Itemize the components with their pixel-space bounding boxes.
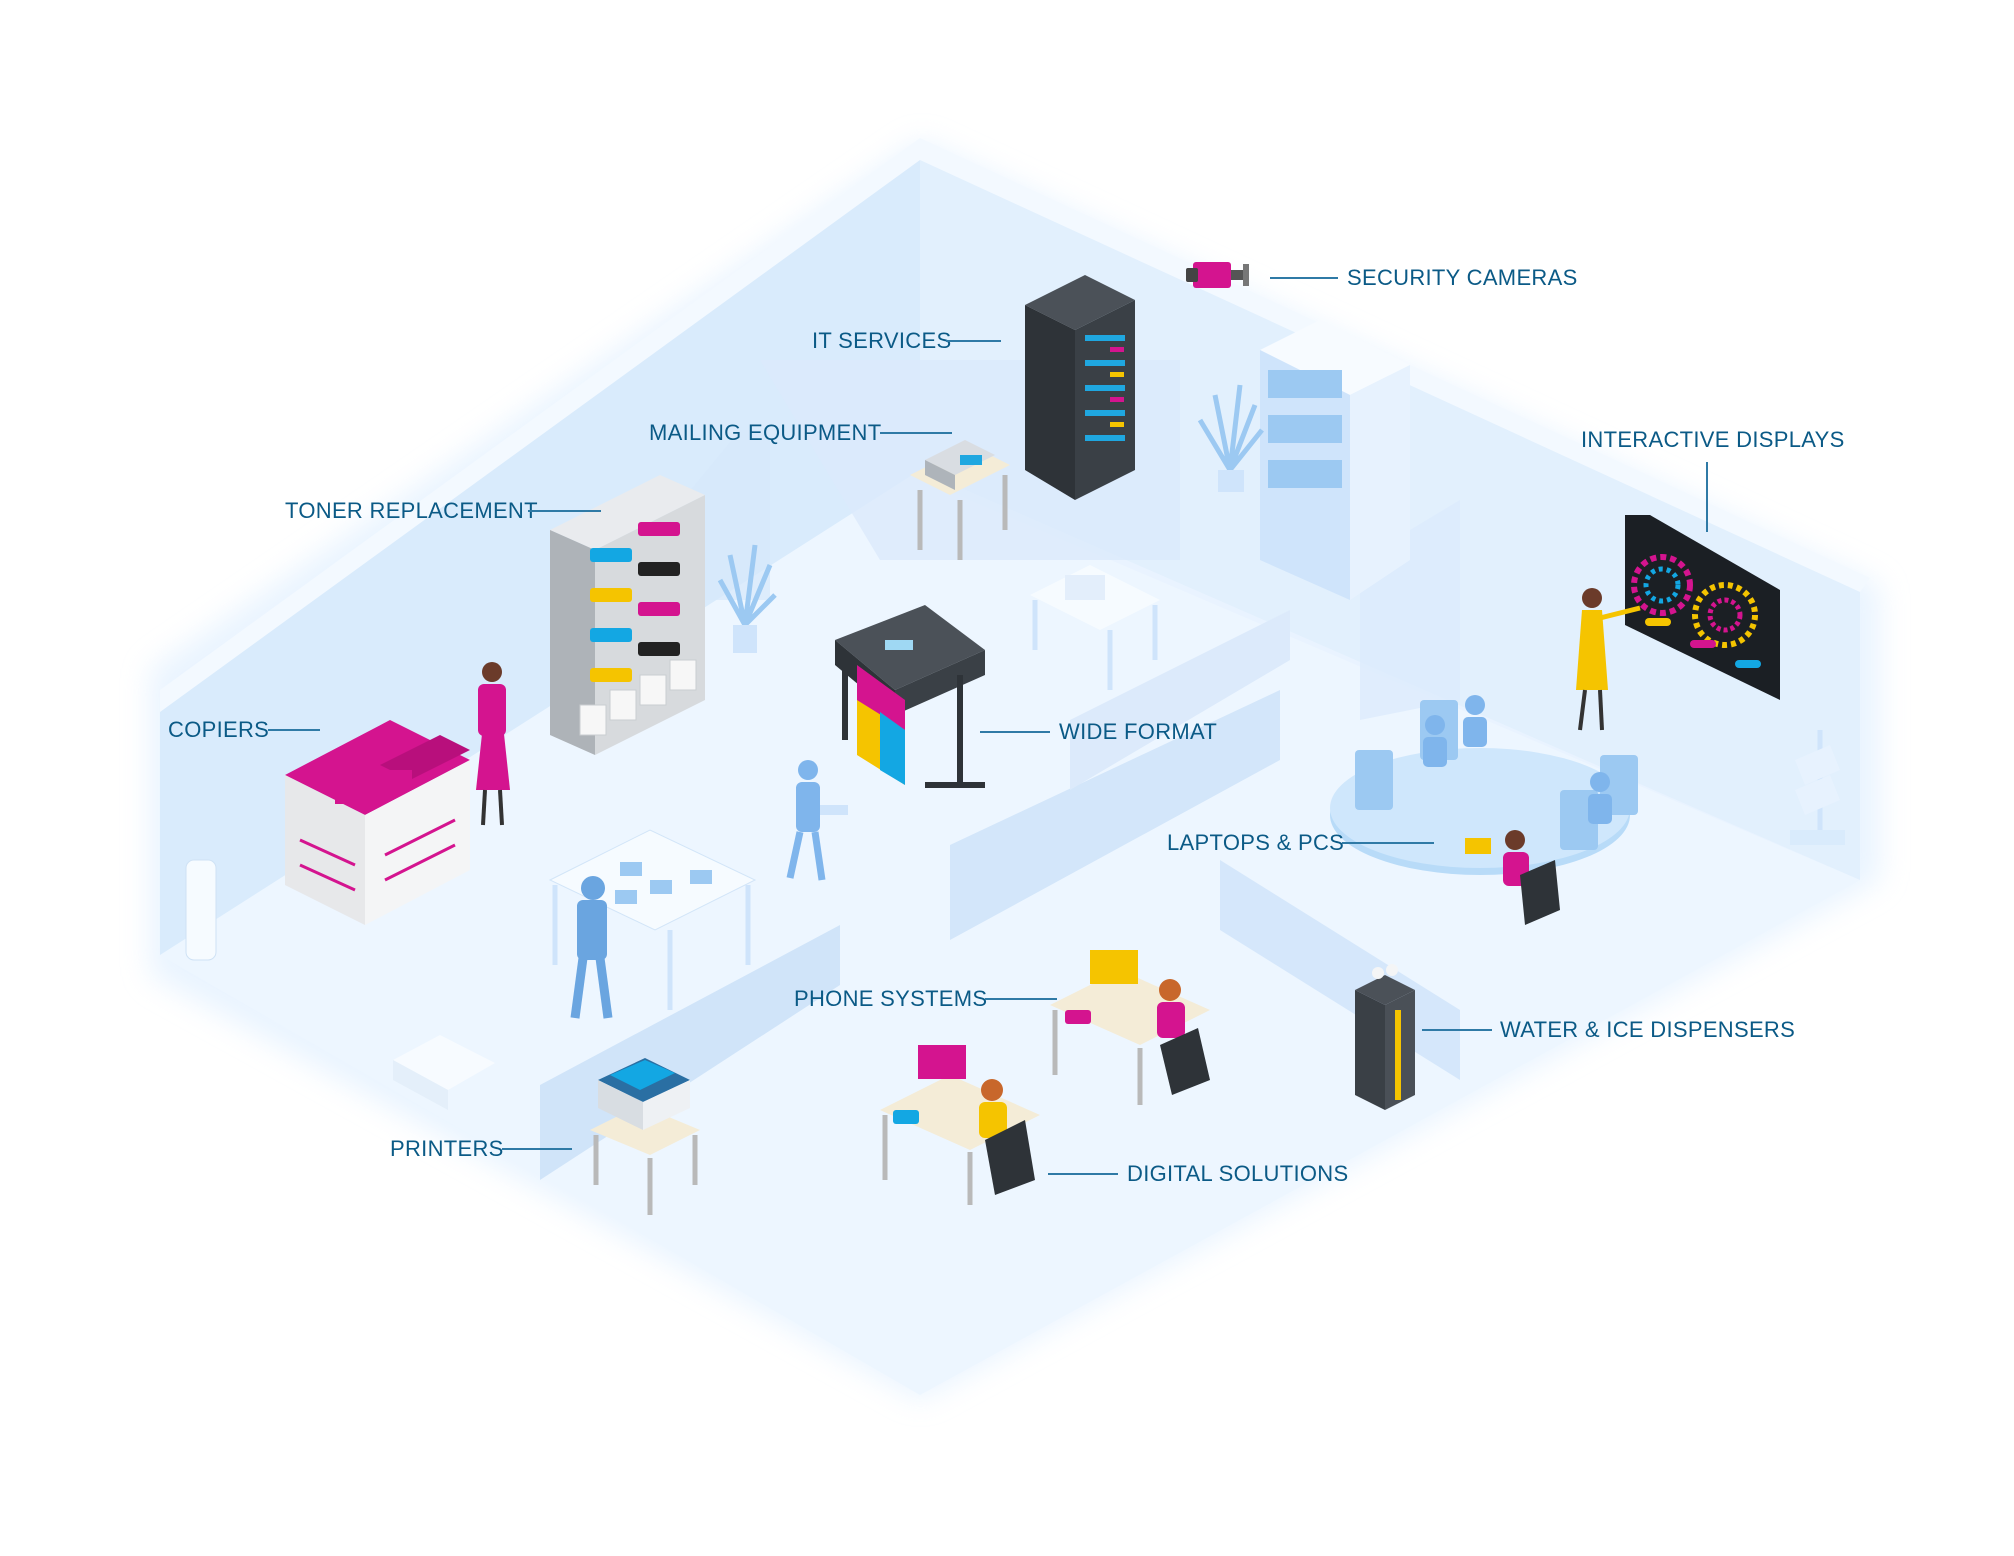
brochure-stand [1790,730,1845,845]
label-it-services: IT SERVICES [812,328,952,353]
leader-digital-solutions [1048,1173,1118,1175]
label-security-cameras: SECURITY CAMERAS [1347,265,1578,290]
leader-toner-replacement [528,510,601,512]
mailing-machine-icon [910,440,1010,560]
woman-at-copier [476,662,510,826]
phone-desk [1050,950,1210,1105]
leader-security-cameras [1270,277,1338,279]
leader-interactive-displays [1706,462,1708,532]
leader-laptops-pcs [1342,842,1434,844]
wall-top-edge [160,138,1870,712]
label-toner-replacement: TONER REPLACEMENT [285,498,538,523]
label-phone-systems: PHONE SYSTEMS [794,986,988,1011]
copier-icon [285,720,470,925]
leader-wide-format [980,731,1050,733]
wide-format-printer-icon [835,605,985,788]
label-copiers: COPIERS [168,717,270,742]
plant-left [717,544,777,653]
leader-water-ice-dispensers [1422,1029,1492,1031]
printer-icon [590,1058,700,1215]
server-rack-icon [1025,275,1135,500]
back-desk [1030,565,1160,690]
leader-printers [502,1148,572,1150]
storage-box [393,1035,495,1090]
desk-phone-icon [1065,1010,1091,1024]
partition-center-2 [1070,610,1290,790]
label-digital-solutions: DIGITAL SOLUTIONS [1127,1161,1349,1186]
plant-right [1197,384,1264,492]
presenter [1576,588,1641,731]
label-printers: PRINTERS [390,1136,504,1161]
label-mailing-equipment: MAILING EQUIPMENT [649,420,882,445]
planning-desk [548,829,757,1019]
computer-workstation-icon [880,1045,1040,1205]
label-laptops-pcs: LAPTOPS & PCS [1167,830,1345,855]
leader-phone-systems [985,998,1057,1000]
laptop-desk-icon [1330,695,1638,925]
storage-box-side [393,1060,448,1110]
filing-shelf [1260,320,1410,600]
security-camera-icon [1186,262,1249,288]
label-wide-format: WIDE FORMAT [1059,719,1218,744]
partition-center [950,690,1280,940]
interactive-display-icon [1625,515,1780,700]
label-interactive-displays: INTERACTIVE DISPLAYS [1581,427,1845,452]
label-water-ice-dispensers: WATER & ICE DISPENSERS [1500,1017,1796,1042]
water-dispenser-icon [1355,964,1415,1110]
walking-figure [786,760,848,881]
leader-mailing-equipment [880,432,952,434]
leader-copiers [268,729,320,731]
paper-roll [185,859,217,961]
toner-shelf-icon [550,475,705,755]
leader-it-services [946,340,1001,342]
